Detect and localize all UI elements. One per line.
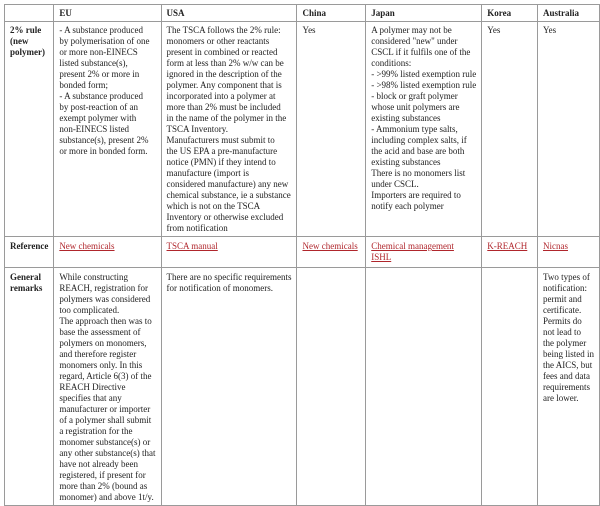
polymer-regulation-table: EU USA China Japan Korea Australia 2% ru… bbox=[3, 4, 600, 506]
table-row-2pct-rule: 2% rule (new polymer) - A substance prod… bbox=[3, 21, 600, 237]
cell-eu: New chemicals bbox=[53, 236, 162, 268]
header-empty bbox=[3, 4, 55, 22]
header-eu: EU bbox=[53, 4, 162, 22]
header-usa: USA bbox=[160, 4, 298, 22]
cell-usa: The TSCA follows the 2% rule: monomers o… bbox=[160, 21, 298, 237]
link-k-reach[interactable]: K-REACH bbox=[487, 241, 528, 251]
header-japan: Japan bbox=[365, 4, 483, 22]
cell-eu: - A substance produced by polymerisation… bbox=[53, 21, 162, 237]
cell-korea: Yes bbox=[481, 21, 538, 237]
row-label: 2% rule (new polymer) bbox=[3, 21, 55, 237]
cell-usa: There are no specific requirements for n… bbox=[160, 267, 298, 506]
cell-usa: TSCA manual bbox=[160, 236, 298, 268]
table-row-general-remarks: General remarks While constructing REACH… bbox=[3, 267, 600, 506]
link-eu-new-chemicals[interactable]: New chemicals bbox=[59, 241, 115, 251]
link-nicnas[interactable]: Nicnas bbox=[542, 241, 568, 251]
cell-china: New chemicals bbox=[296, 236, 367, 268]
cell-japan: A polymer may not be considered "new" un… bbox=[365, 21, 483, 237]
header-korea: Korea bbox=[481, 4, 538, 22]
header-china: China bbox=[296, 4, 367, 22]
link-china-new-chemicals[interactable]: New chemicals bbox=[302, 241, 358, 251]
cell-korea: K-REACH bbox=[481, 236, 538, 268]
link-chemical-management-ishl[interactable]: Chemical management ISHL bbox=[371, 241, 454, 262]
header-australia: Australia bbox=[536, 4, 600, 22]
cell-japan: Chemical management ISHL bbox=[365, 236, 483, 268]
cell-korea bbox=[481, 267, 538, 506]
table-row-reference: Reference New chemicals TSCA manual New … bbox=[3, 236, 600, 268]
cell-eu: While constructing REACH, registration f… bbox=[53, 267, 162, 506]
row-label: General remarks bbox=[3, 267, 55, 506]
cell-china: Yes bbox=[296, 21, 367, 237]
cell-australia: Two types of notification: permit and ce… bbox=[536, 267, 600, 506]
cell-australia: Nicnas bbox=[536, 236, 600, 268]
cell-australia: Yes bbox=[536, 21, 600, 237]
cell-japan bbox=[365, 267, 483, 506]
header-row: EU USA China Japan Korea Australia bbox=[3, 4, 600, 22]
link-tsca-manual[interactable]: TSCA manual bbox=[166, 241, 218, 251]
row-label: Reference bbox=[3, 236, 55, 268]
cell-china bbox=[296, 267, 367, 506]
